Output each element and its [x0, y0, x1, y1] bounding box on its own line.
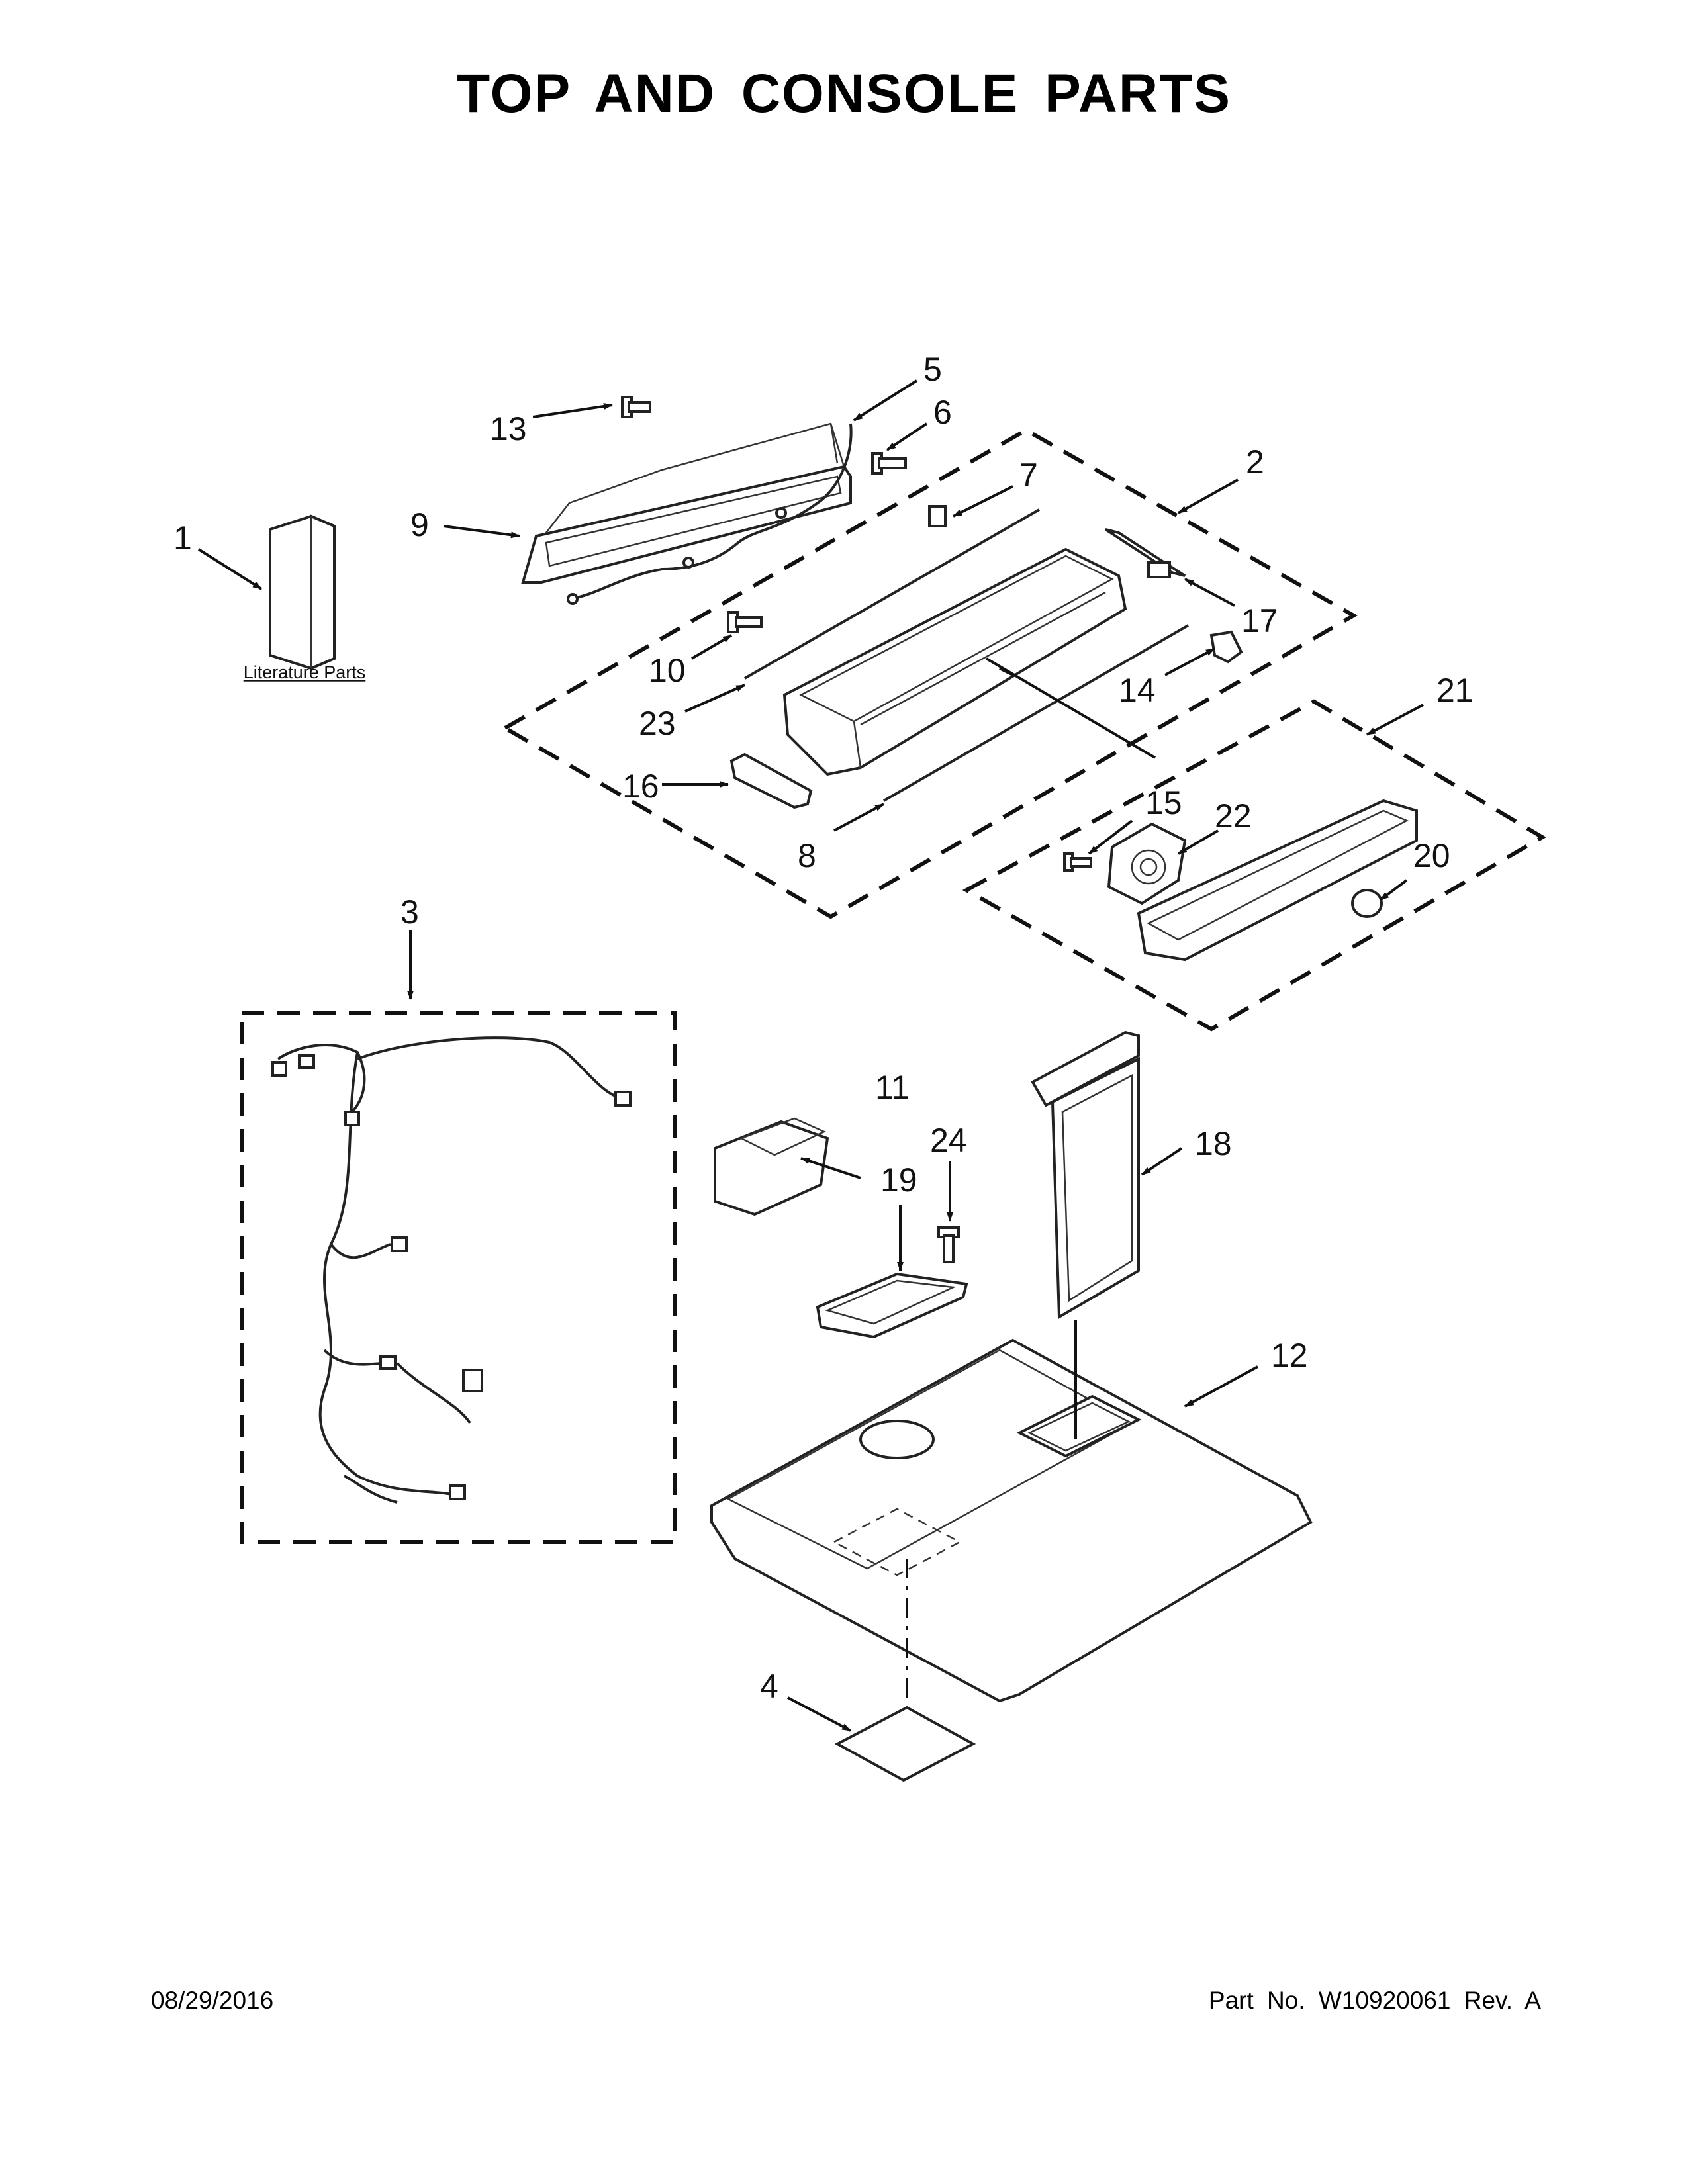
page-title: TOP AND CONSOLE PARTS	[457, 64, 1231, 124]
callout-22: 22	[1215, 797, 1252, 835]
screw-15	[1063, 852, 1092, 872]
console-overlay-panel-21	[1137, 799, 1418, 962]
clip-7	[928, 505, 947, 527]
callout-3: 3	[400, 893, 419, 931]
callout-17: 17	[1241, 602, 1278, 639]
wire-harness-boundary	[240, 1011, 677, 1544]
callout-12: 12	[1271, 1337, 1308, 1374]
console-assembly-boundary	[500, 428, 1358, 919]
callout-1: 1	[173, 520, 192, 557]
screw-6	[871, 452, 907, 475]
user-interface-board-22	[1107, 822, 1187, 905]
console-back-panel	[521, 422, 853, 605]
user-interface-assembly-boundary	[962, 699, 1546, 1032]
bracket-19	[816, 1272, 968, 1339]
callout-16: 16	[622, 768, 659, 805]
trim-strip-8	[883, 624, 1189, 802]
callout-19: 19	[880, 1161, 917, 1199]
leader-lines	[197, 379, 1424, 1732]
callout-21: 21	[1436, 672, 1474, 709]
callout-9: 9	[410, 506, 429, 543]
callout-20: 20	[1413, 837, 1450, 874]
callout-18: 18	[1195, 1125, 1232, 1162]
callout-8: 8	[798, 837, 816, 874]
footer-part-number: Part No. W10920061 Rev. A	[1208, 1987, 1541, 2014]
wire-harness	[271, 1036, 632, 1504]
callout-15: 15	[1145, 784, 1182, 821]
pad-4	[834, 1706, 976, 1782]
dryer-top-panel-12	[710, 1320, 1313, 1704]
footer-date: 08/29/2016	[151, 1987, 274, 2014]
callout-13: 13	[490, 410, 527, 447]
trim-strip-23	[744, 508, 1040, 680]
callout-numbers: 1 2 3 4 5 6 7 8 9 10 11 12 13 14 15 16 1…	[173, 351, 1474, 1705]
callout-23: 23	[639, 705, 676, 742]
callout-4: 4	[760, 1668, 778, 1705]
bracket-17	[1104, 528, 1186, 578]
lint-screen-18	[1031, 1030, 1140, 1320]
literature-parts-label: Literature Parts	[244, 662, 366, 682]
literature-parts-icon	[269, 514, 336, 671]
callout-11: 11	[875, 1069, 910, 1106]
callout-6: 6	[933, 394, 952, 431]
screw-10	[727, 611, 763, 633]
bracket-14	[1209, 630, 1243, 664]
callout-10: 10	[649, 652, 686, 689]
callout-5: 5	[923, 351, 942, 388]
screw-13	[621, 396, 651, 418]
knob-20	[1351, 889, 1383, 918]
console-body	[782, 547, 1156, 776]
control-board-11	[714, 1117, 829, 1216]
screw-24	[937, 1226, 960, 1263]
callout-14: 14	[1119, 672, 1156, 709]
callout-2: 2	[1246, 443, 1264, 480]
callout-24: 24	[930, 1122, 967, 1159]
bracket-16	[729, 752, 813, 809]
callout-7: 7	[1019, 457, 1038, 494]
